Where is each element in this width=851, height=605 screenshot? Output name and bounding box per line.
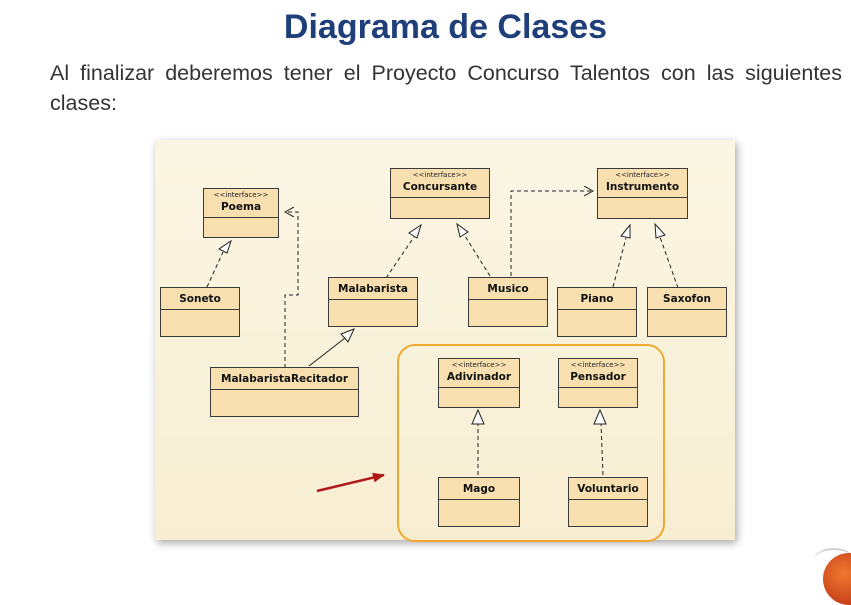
realization-arrowhead xyxy=(408,223,422,239)
musico-uses-instrumento-line xyxy=(510,191,593,276)
corner-decoration-ring xyxy=(814,548,851,572)
class-name: Musico xyxy=(487,283,529,295)
stereotype-label: <<interface>> xyxy=(412,171,468,179)
stereotype-label: <<interface>> xyxy=(213,191,269,199)
class-name: Soneto xyxy=(179,293,221,305)
class-name: Voluntario xyxy=(577,483,639,495)
class-name: Malabarista xyxy=(338,283,408,295)
voluntario-realizes-pensador-line xyxy=(600,422,604,476)
class-name: Pensador xyxy=(570,371,626,383)
class-concursante: <<interface>> Concursante xyxy=(390,168,490,219)
class-name: MalabaristaRecitador xyxy=(221,373,348,385)
class-musico: Musico xyxy=(468,277,548,327)
class-pensador: <<interface>> Pensador xyxy=(558,358,638,408)
class-malabarista: Malabarista xyxy=(328,277,418,327)
class-diagram: <<interface>> Poema <<interface>> Concur… xyxy=(155,140,735,542)
stereotype-label: <<interface>> xyxy=(570,361,626,369)
recitador-extends-malabarista-line xyxy=(308,337,346,367)
class-saxofon: Saxofon xyxy=(647,287,727,337)
class-name: Mago xyxy=(462,483,496,495)
diagram-connectors xyxy=(206,140,679,493)
slide-title: Diagrama de Clases xyxy=(283,8,608,46)
class-mago: Mago xyxy=(438,477,520,527)
class-name: Concursante xyxy=(402,181,478,193)
class-name: Instrumento xyxy=(605,181,680,193)
piano-realizes-instrumento-line xyxy=(612,237,627,288)
musico-realizes-concursante-line xyxy=(464,235,491,277)
class-soneto: Soneto xyxy=(160,287,240,337)
saxofon-realizes-instrumento-line xyxy=(659,236,679,289)
class-name: Poema xyxy=(220,201,262,213)
realization-arrowhead xyxy=(471,408,485,425)
class-name: Piano xyxy=(580,293,614,305)
class-instrumento: <<interface>> Instrumento xyxy=(597,168,688,219)
realization-arrowhead xyxy=(593,408,607,425)
recitador-realizes-poema-line xyxy=(285,212,299,368)
realization-arrowhead xyxy=(456,222,469,238)
slide-body-text: Al finalizar deberemos tener el Proyecto… xyxy=(50,61,842,115)
inheritance-arrowhead xyxy=(340,328,355,343)
class-piano: Piano xyxy=(557,287,637,337)
red-pointer-arrow xyxy=(316,472,385,493)
class-adivinador: <<interface>> Adivinador xyxy=(438,358,520,408)
realization-arrowhead xyxy=(654,222,666,239)
highlighted-interfaces-group xyxy=(397,344,665,542)
stereotype-label: <<interface>> xyxy=(451,361,507,369)
class-malabarista-recitador: MalabaristaRecitador xyxy=(210,367,359,417)
realization-arrowhead xyxy=(620,223,631,239)
realization-arrowhead xyxy=(218,239,232,254)
malabarista-realizes-concursante-line xyxy=(385,236,415,279)
class-voluntario: Voluntario xyxy=(568,477,648,527)
class-name: Adivinador xyxy=(446,371,512,383)
class-poema: <<interface>> Poema xyxy=(203,188,279,238)
soneto-realizes-poema-line xyxy=(206,251,224,288)
stereotype-label: <<interface>> xyxy=(615,171,670,179)
class-name: Saxofon xyxy=(663,293,711,305)
